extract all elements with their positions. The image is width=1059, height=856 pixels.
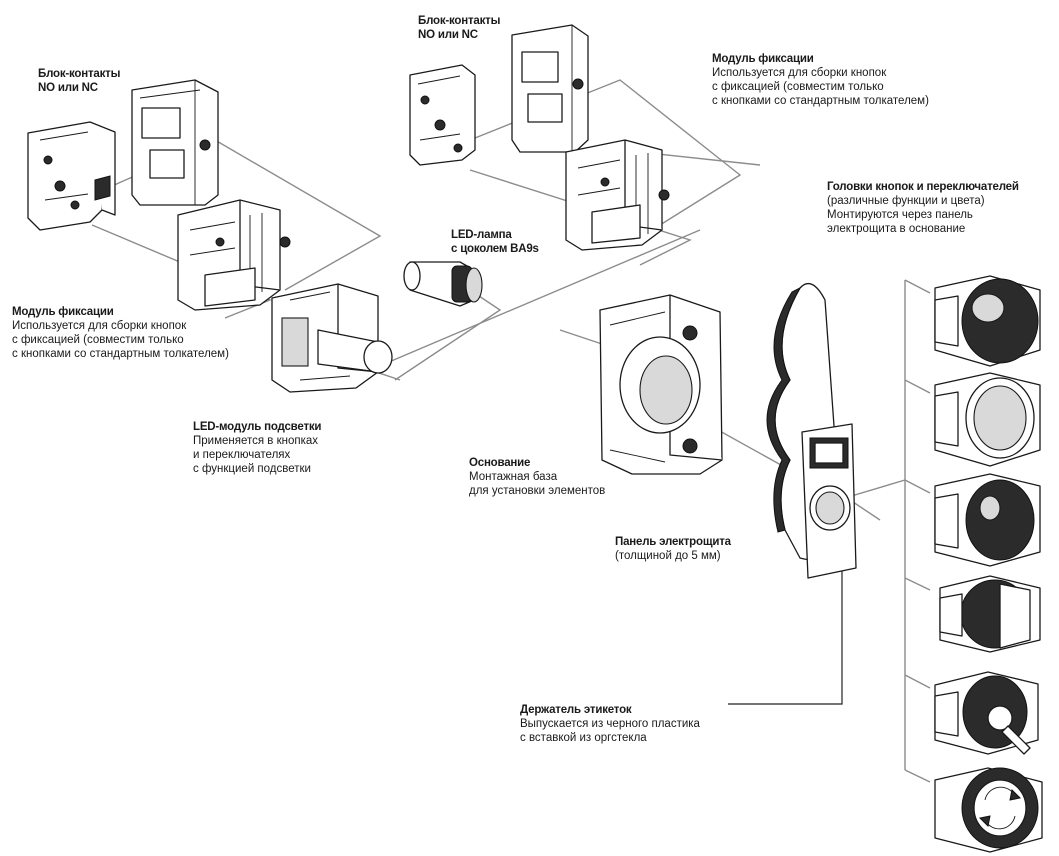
contact-block-left-title: Блок-контакты NO или NC [38,68,121,94]
latch-module-left-desc: Используется для сборки кнопок с фиксаци… [12,320,229,360]
led-lamp-title: LED-лампа с цоколем BA9s [451,229,539,255]
base-label: Основание Монтажная база для установки э… [469,456,605,498]
label-holder-leader [728,545,843,705]
heads-title: Головки кнопок и переключателей [827,181,1019,193]
led-lamp-icon [403,261,483,307]
selector-switch-icon [939,575,1041,653]
led-module-desc: Применяется в кнопках и переключателях с… [193,435,319,475]
contact-block-top-label: Блок-контакты NO или NC [418,14,500,42]
latch-module-left-title: Модуль фиксации [12,306,114,318]
key-switch-icon [934,671,1039,755]
latch-module-icon [565,139,670,251]
label-holder-desc: Выпускается из черного пластика с вставк… [520,718,700,744]
contact-block-left-label: Блок-контакты NO или NC [38,67,120,95]
led-module-label: LED-модуль подсветки Применяется в кнопк… [193,420,321,476]
extended-pushbutton-icon [934,473,1041,567]
led-lamp-label: LED-лампа с цоколем BA9s [451,228,539,256]
latch-module-left-label: Модуль фиксации Используется для сборки … [12,305,229,361]
latch-module-top-desc: Используется для сборки кнопок с фиксаци… [712,67,929,107]
led-module-title: LED-модуль подсветки [193,421,322,433]
base-desc: Монтажная база для установки элементов [469,471,606,497]
emergency-stop-icon [934,767,1043,853]
contact-block-top-title: Блок-контакты NO или NC [418,15,501,41]
flush-pushbutton-icon [934,275,1041,367]
panel-desc: (толщиной до 5 мм) [615,550,721,562]
contact-block-icon [27,79,219,231]
latch-module-top-label: Модуль фиксации Используется для сборки … [712,52,929,108]
latch-module-icon [177,199,291,311]
latch-module-top-title: Модуль фиксации [712,53,814,65]
label-holder-title: Держатель этикеток [520,704,632,716]
heads-desc: (различные функции и цвета) Монтируются … [827,195,985,235]
illuminated-pushbutton-icon [934,372,1041,467]
led-module-icon [271,283,393,393]
mounting-base-icon [599,294,723,475]
contact-block-icon [409,24,589,166]
panel-label: Панель электрощита (толщиной до 5 мм) [615,535,731,563]
label-holder-icon [801,423,857,579]
panel-title: Панель электрощита [615,536,731,548]
heads-label: Головки кнопок и переключателей (различн… [827,180,1019,236]
base-title: Основание [469,457,531,469]
label-holder-label: Держатель этикеток Выпускается из черног… [520,703,700,745]
